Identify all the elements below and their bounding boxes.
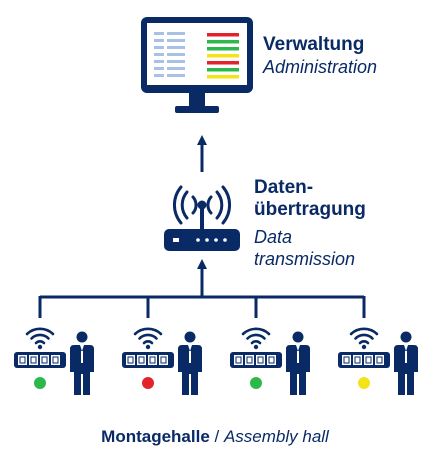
station-1 [14,327,94,395]
status-light [358,377,370,389]
terminal-icon [14,352,66,368]
worker-icon [70,331,94,395]
wifi-icon [241,327,271,345]
worker-icon [394,331,418,395]
status-light [142,377,154,389]
admin-title-de: Verwaltung [263,34,365,55]
wifi-dot [37,344,43,350]
station-2 [122,327,202,395]
wifi-icon [25,327,55,345]
terminal-icon [230,352,282,368]
transmission-title-en-line1: Data [254,227,293,247]
footer-caption: Montagehalle / Assembly hall [0,426,430,448]
stations [14,327,418,395]
wifi-dot [361,344,367,350]
wifi-icon [133,327,163,345]
wifi-dot [145,344,151,350]
transmission-title-de-line2: übertragung [254,199,366,220]
router-icon [164,185,240,251]
footer-de: Montagehalle [101,427,210,446]
status-light [250,377,262,389]
worker-icon [286,331,310,395]
station-3 [230,327,310,395]
transmission-title-de-line1: Daten- [254,177,314,198]
monitor-icon [141,17,253,113]
terminal-icon [338,352,390,368]
status-light [34,377,46,389]
transmission-title-en-line2: transmission [254,249,356,269]
network-bus [38,295,366,318]
footer-en: Assembly hall [223,427,329,446]
wifi-dot [253,344,259,350]
station-4 [338,327,418,395]
admin-title-en: Administration [263,57,378,77]
footer-separator: / [209,427,224,446]
worker-icon [178,331,202,395]
wifi-icon [349,327,379,345]
terminal-icon [122,352,174,368]
